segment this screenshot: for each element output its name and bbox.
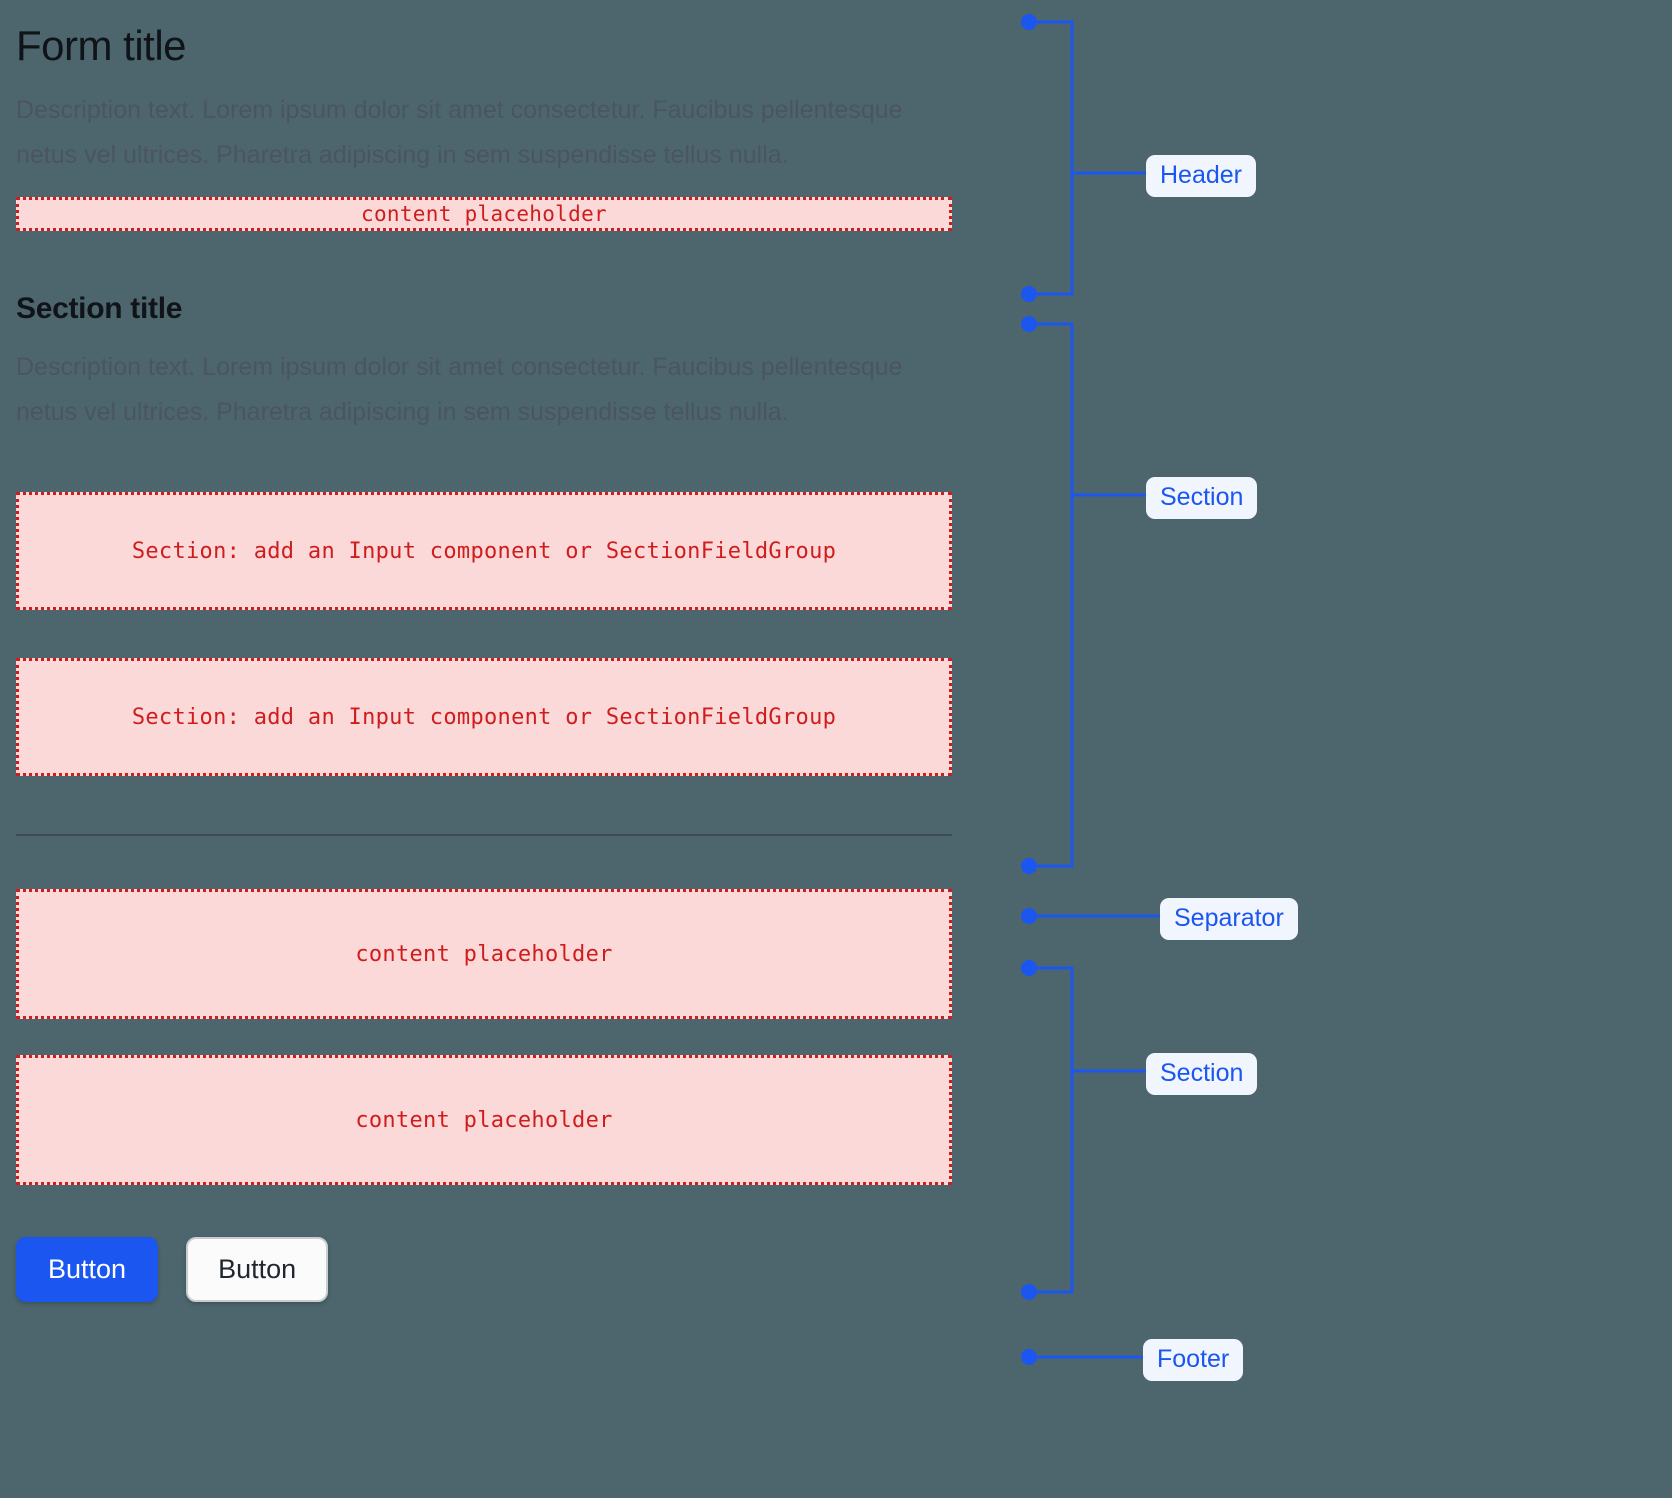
secondary-button[interactable]: Button [186, 1237, 329, 1302]
annotation-bracket-section-two [1021, 960, 1146, 1300]
form-container: Form title Description text. Lorem ipsum… [16, 0, 952, 1302]
section-field-placeholder-2[interactable]: Section: add an Input component or Secti… [16, 658, 952, 777]
form-section-two: content placeholder content placeholder [16, 889, 952, 1186]
anchor-dot-section-top [1021, 316, 1037, 332]
anchor-dot-section-two-bottom [1021, 1284, 1037, 1300]
anchor-dot-section-bottom [1021, 858, 1037, 874]
primary-button[interactable]: Button [16, 1237, 159, 1302]
annotation-bracket-section [1021, 316, 1146, 874]
bracket-line-header [1029, 20, 1074, 296]
annotation-bracket-header [1021, 14, 1146, 302]
annotation-label-footer: Footer [1143, 1339, 1244, 1381]
form-section-one: Section title Description text. Lorem ip… [16, 291, 952, 777]
annotation-pointer-separator [1021, 908, 1160, 924]
anchor-dot-section-two-top [1021, 960, 1037, 976]
form-footer: Button Button [16, 1237, 952, 1302]
bracket-line-section-two [1029, 966, 1074, 1294]
annotation-label-header: Header [1146, 155, 1256, 197]
anchor-dot-header-top [1021, 14, 1037, 30]
section-description: Description text. Lorem ipsum dolor sit … [16, 353, 903, 426]
section-field-placeholder-1[interactable]: Section: add an Input component or Secti… [16, 492, 952, 611]
header-description: Description text. Lorem ipsum dolor sit … [16, 96, 903, 169]
annotation-label-separator: Separator [1160, 898, 1298, 940]
section-two-content-placeholder-2[interactable]: content placeholder [16, 1055, 952, 1186]
annotation-label-section: Section [1146, 477, 1258, 519]
header-content-placeholder[interactable]: content placeholder [16, 197, 952, 232]
anchor-dot-footer [1021, 1349, 1037, 1365]
annotation-label-section-two: Section [1146, 1053, 1258, 1095]
bracket-line-section [1029, 322, 1074, 868]
section-title: Section title [16, 292, 183, 326]
section-two-content-placeholder-1[interactable]: content placeholder [16, 889, 952, 1020]
anchor-dot-header-bottom [1021, 286, 1037, 302]
page-title: Form title [16, 22, 187, 69]
anchor-dot-separator [1021, 908, 1037, 924]
annotation-pointer-footer [1021, 1349, 1143, 1365]
form-header: Form title Description text. Lorem ipsum… [16, 22, 952, 232]
form-separator [16, 834, 952, 837]
